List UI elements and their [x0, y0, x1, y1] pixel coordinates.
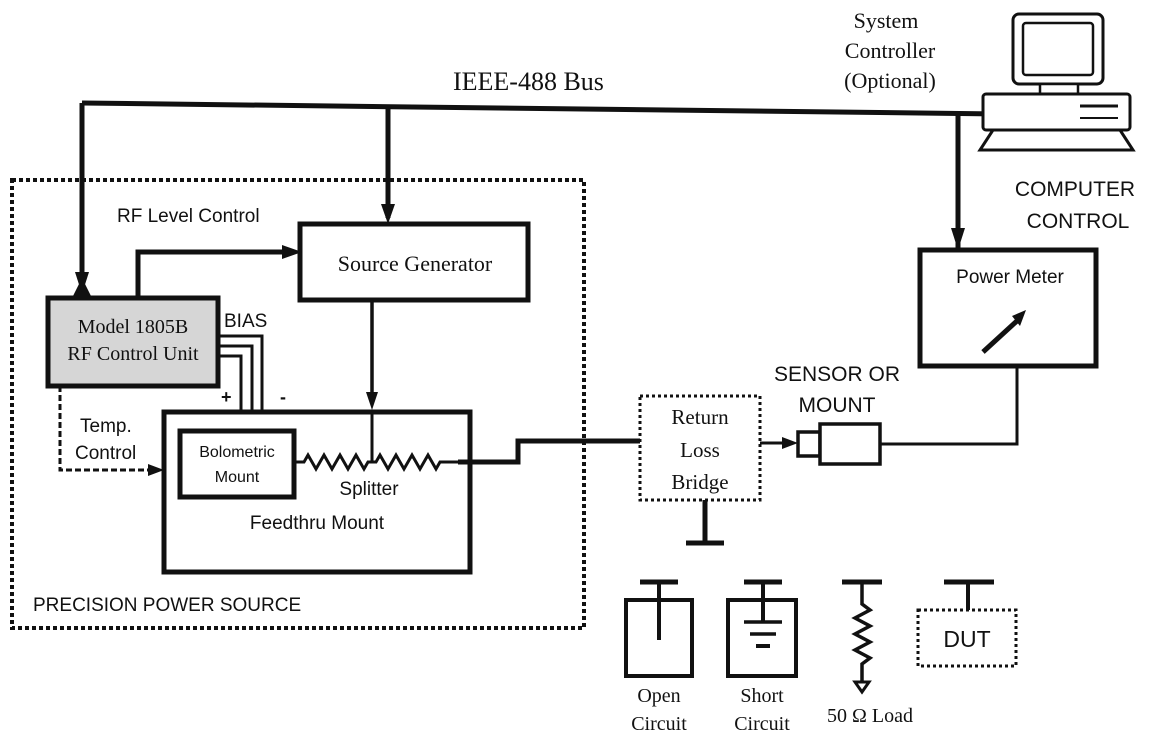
output-cable: [458, 438, 640, 465]
bias-plus-label: +: [221, 387, 232, 407]
bias-label: BIAS: [224, 311, 267, 332]
sensor-label-line2: MOUNT: [799, 394, 876, 417]
bridge-label-line3: Bridge: [671, 470, 728, 494]
short-circuit-label-line2: Circuit: [734, 713, 790, 734]
short-circuit-icon: [726, 579, 798, 678]
power-meter-label: Power Meter: [956, 267, 1064, 288]
short-circuit-label-line1: Short: [740, 685, 784, 707]
rf-level-control-label: RF Level Control: [117, 206, 260, 227]
sensor-mount-icon: [796, 422, 882, 466]
dut-label: DUT: [943, 626, 990, 652]
source-generator-label: Source Generator: [338, 251, 493, 276]
computer-control-label-line2: CONTROL: [1027, 210, 1130, 233]
open-circuit-icon: [624, 579, 694, 678]
return-loss-bridge-box: [638, 394, 762, 502]
splitter-arrowhead: [366, 392, 378, 410]
meter-needle-icon: [981, 310, 1026, 354]
dut-icon: [916, 579, 1018, 668]
controller-label-line3: (Optional): [844, 68, 936, 93]
precision-power-source-label: PRECISION POWER SOURCE: [33, 595, 301, 616]
bridge-label-line2: Loss: [680, 438, 720, 462]
bias-minus-label: -: [280, 387, 286, 407]
ieee-488-bus: [62, 100, 1001, 318]
bridge-to-sensor-arrowhead: [782, 437, 798, 449]
bolometric-mount-box: [177, 428, 297, 500]
open-circuit-label-line1: Open: [637, 685, 680, 707]
rf-control-unit-label-line1: Model 1805B: [78, 316, 189, 338]
rf-control-unit-box: [45, 295, 221, 389]
computer-icon: [977, 12, 1136, 152]
temp-control-arrowhead: [148, 464, 164, 476]
controller-label-line2: Controller: [845, 38, 936, 63]
feedthru-mount-label: Feedthru Mount: [250, 513, 385, 534]
bridge-label-line1: Return: [671, 405, 729, 429]
sensor-label-line1: SENSOR OR: [774, 363, 900, 386]
sensor-cable: [880, 366, 1019, 446]
bias-wires: [218, 334, 264, 412]
controller-label-line1: System: [854, 8, 919, 33]
load-resistor-icon: [842, 579, 882, 695]
load-label: 50 Ω Load: [827, 705, 913, 727]
source-generator-box: [297, 221, 531, 303]
temp-control-label-line1: Temp.: [80, 416, 132, 437]
splitter-label: Splitter: [339, 479, 399, 500]
open-circuit-label-line2: Circuit: [631, 713, 687, 734]
bridge-test-port: [686, 500, 724, 546]
computer-control-label-line1: COMPUTER: [1015, 178, 1135, 201]
bolometric-mount-label-line1: Bolometric: [199, 444, 275, 461]
temp-control-label-line2: Control: [75, 443, 136, 464]
bolometric-mount-label-line2: Mount: [215, 469, 260, 486]
bus-label: IEEE-488 Bus: [453, 67, 604, 96]
rf-level-arrowhead: [282, 245, 302, 259]
precision-power-source-boundary: [10, 178, 586, 630]
rf-control-unit-label-line2: RF Control Unit: [67, 343, 199, 365]
splitter-resistors: [294, 410, 458, 473]
power-meter-box: [917, 247, 1099, 369]
